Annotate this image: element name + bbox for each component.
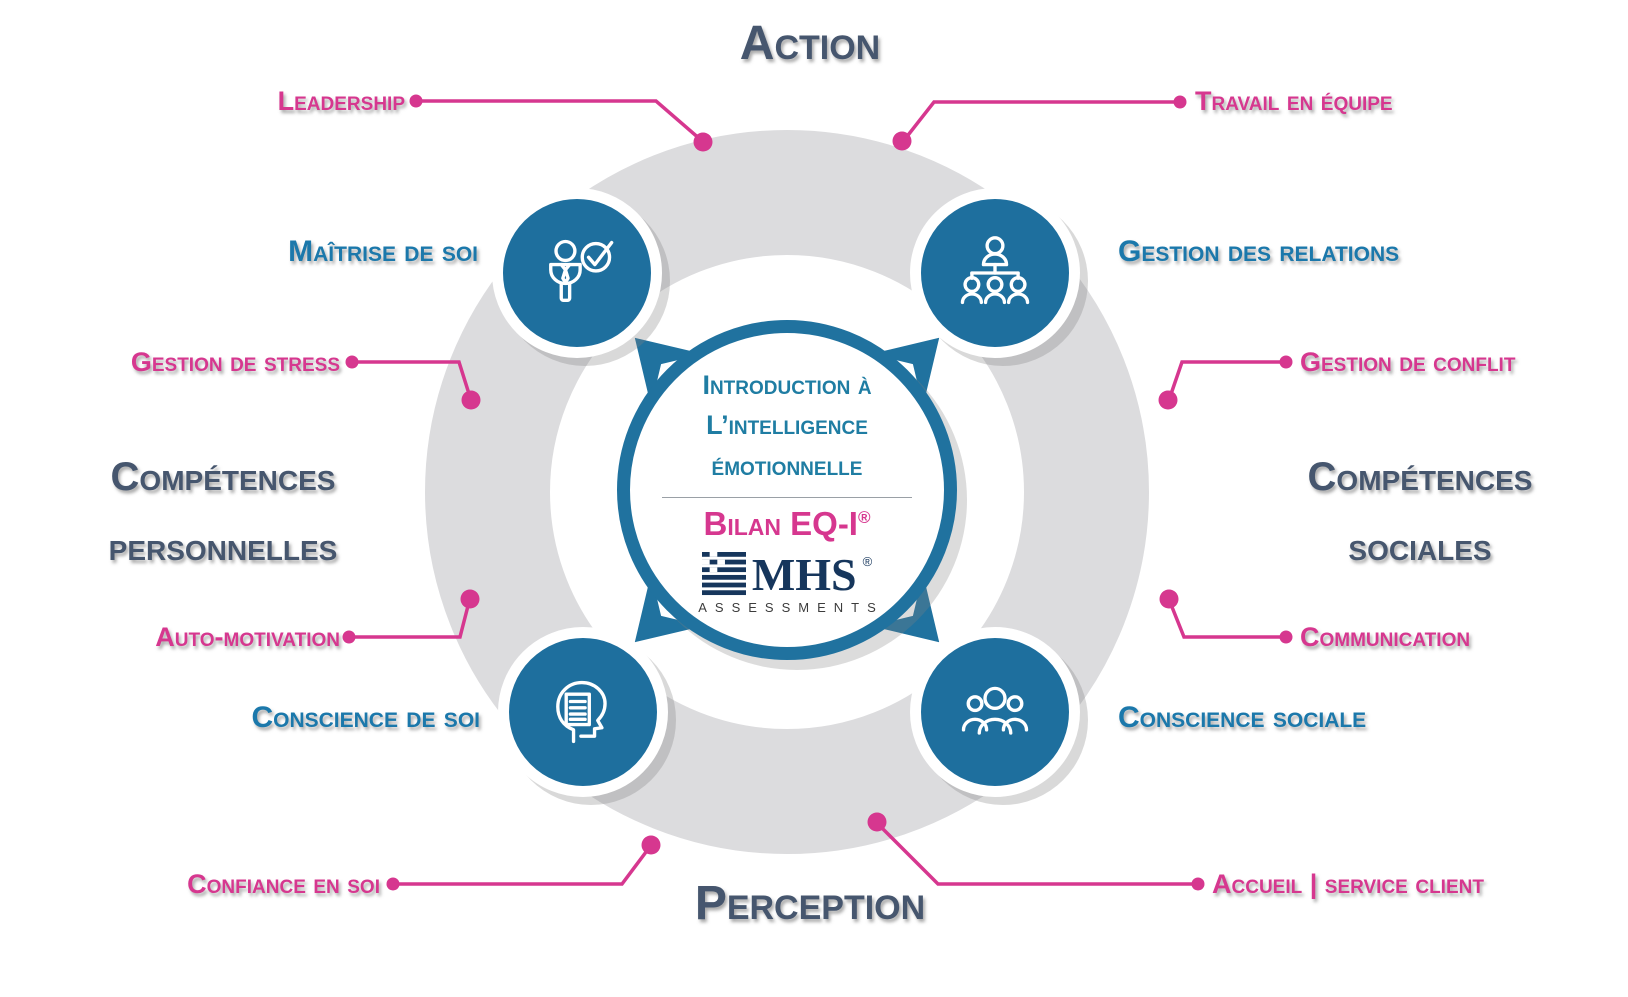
mhs-flag-icon	[701, 552, 746, 596]
heading-competences-sociales: Compétences sociales	[1260, 442, 1580, 582]
node-maitrise-de-soi	[492, 188, 662, 358]
label-travail-en-equipe: Travail en équipe	[1195, 86, 1393, 116]
connector-gestion-de-conflit	[1158, 355, 1293, 410]
label-conscience-de-soi: Conscience de soi	[251, 701, 480, 734]
heading-perception: Perception	[694, 877, 926, 930]
center-subtitle-text: Bilan EQ-I	[703, 505, 858, 543]
label-gestion-des-relations: Gestion des relations	[1118, 235, 1400, 268]
label-auto-motivation: Auto-motivation	[155, 622, 340, 652]
label-conscience-sociale: Conscience sociale	[1118, 701, 1367, 734]
center-subtitle: Bilan EQ-I®	[703, 507, 870, 540]
center-title-line1: Introduction à	[702, 369, 872, 400]
head-document-icon	[556, 680, 607, 744]
node-conscience-sociale	[910, 627, 1080, 797]
heading-action: Action	[739, 17, 881, 70]
connector-travail-en-equipe	[892, 95, 1187, 151]
connector-confiance-en-soi	[386, 835, 661, 891]
divider	[662, 497, 912, 499]
connector-communication	[1159, 589, 1293, 644]
label-gestion-de-stress: Gestion de stress	[130, 347, 340, 377]
registered-mark: ®	[857, 508, 871, 528]
label-gestion-de-conflit: Gestion de conflit	[1300, 347, 1516, 377]
node-gestion-des-relations	[910, 188, 1080, 358]
mhs-registered-mark: ®	[862, 554, 873, 570]
node-conscience-de-soi	[498, 627, 668, 797]
heading-competences-personnelles: Compétences personnelles	[63, 442, 383, 582]
label-maitrise-de-soi: Maîtrise de soi	[288, 235, 478, 268]
mhs-assessments-label: ASSESSMENTS	[698, 600, 884, 616]
label-accueil-service-client: Accueil | service client	[1212, 869, 1484, 899]
connector-accueil-service-client	[867, 812, 1205, 891]
org-chart-icon	[960, 236, 1030, 305]
center-title-line3: émotionnelle	[711, 450, 863, 481]
person-check-icon	[549, 239, 614, 302]
connector-gestion-de-stress	[345, 355, 481, 410]
heading-competences-personnelles-line1: Compétences	[110, 455, 336, 499]
center-title: Introduction à L’intelligence émotionnel…	[702, 365, 871, 487]
center-title-line2: L’intelligence	[706, 410, 868, 441]
label-communication: Communication	[1300, 622, 1471, 652]
mhs-logo: MHS ®	[701, 548, 873, 600]
heading-competences-sociales-line1: Compétences	[1307, 455, 1533, 499]
heading-competences-personnelles-line2: personnelles	[108, 525, 338, 569]
mhs-wordmark: MHS	[751, 548, 857, 600]
label-leadership: Leadership	[277, 86, 405, 116]
connector-leadership	[409, 94, 713, 152]
people-group-icon	[961, 686, 1029, 735]
label-confiance-en-soi: Confiance en soi	[187, 869, 380, 899]
center-hub: Introduction à L’intelligence émotionnel…	[617, 320, 957, 660]
heading-competences-sociales-line2: sociales	[1348, 525, 1492, 569]
connector-auto-motivation	[342, 589, 480, 644]
